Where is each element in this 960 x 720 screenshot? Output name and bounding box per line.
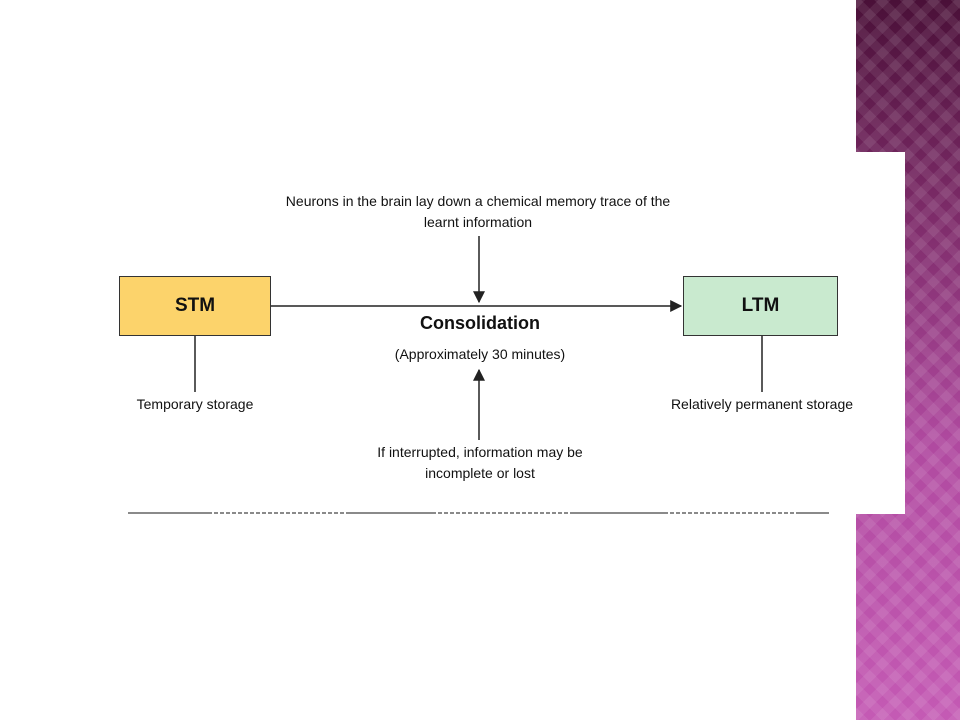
- process-label: Consolidation: [420, 313, 540, 333]
- ltm-note: Relatively permanent storage: [670, 396, 854, 412]
- stm-note: Temporary storage: [136, 396, 254, 412]
- duration-label: (Approximately 30 minutes): [394, 346, 566, 362]
- ltm-label: LTM: [741, 295, 780, 316]
- top-note: Neurons in the brain lay down a chemical…: [285, 193, 671, 230]
- ltm-box: LTM: [683, 276, 838, 336]
- bottom-note: If interrupted, information may be incom…: [377, 444, 583, 481]
- stm-label: STM: [174, 295, 216, 316]
- stm-box: STM: [119, 276, 271, 336]
